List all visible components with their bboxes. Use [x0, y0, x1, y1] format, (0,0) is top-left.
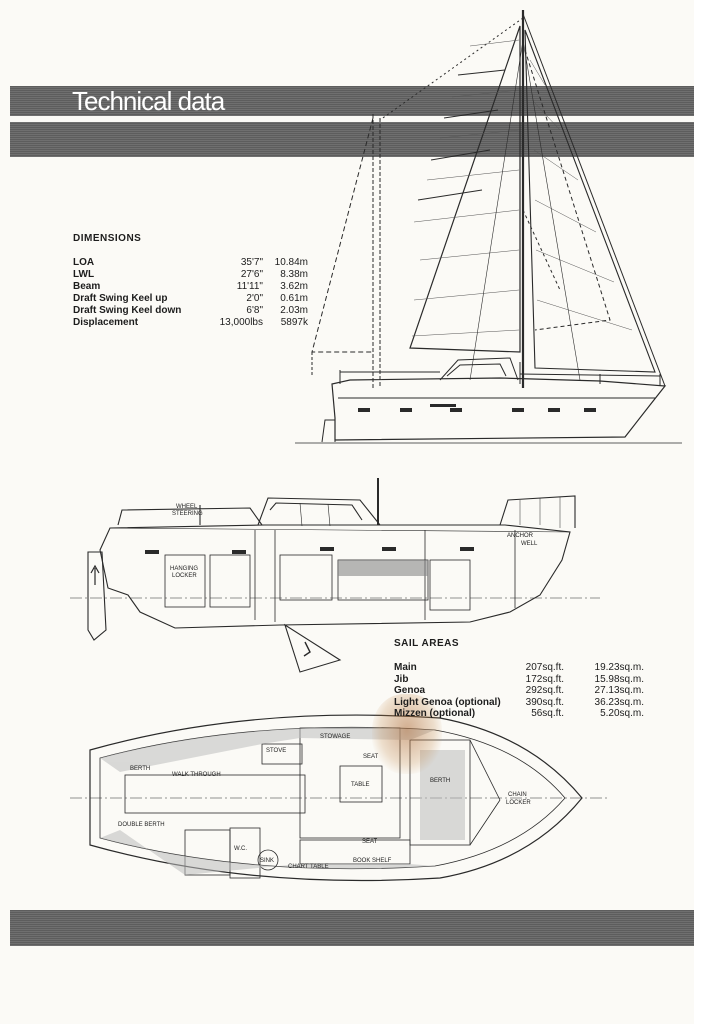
- plan-label-table: TABLE: [351, 782, 370, 788]
- plan-label-double-berth: DOUBLE BERTH: [118, 822, 165, 828]
- profile-label-well: WELL: [521, 541, 538, 547]
- dimension-metric: 10.84m: [274, 257, 308, 268]
- plan-label-stove: STOVE: [266, 748, 286, 754]
- dimension-imperial: 27'6": [240, 269, 263, 280]
- plan-label-berth-fwd: BERTH: [430, 778, 450, 784]
- sail-metric: 36.23sq.m.: [594, 696, 644, 708]
- dimension-row: LOA 35'7" 10.84m: [73, 257, 308, 269]
- sail-imperial: 172sq.ft.: [525, 673, 564, 685]
- sail-row: Mizzen (optional) 56sq.ft. 5.20sq.m.: [394, 708, 644, 720]
- plan-label-book-shelf: BOOK SHELF: [353, 858, 392, 864]
- dimension-metric: 8.38m: [280, 269, 308, 280]
- dimension-imperial: 13,000lbs: [219, 317, 263, 328]
- dimension-imperial: 6'8": [246, 305, 263, 316]
- sail-plan-drawing: [295, 10, 682, 444]
- plan-label-stowage: STOWAGE: [320, 734, 350, 740]
- sail-row: Light Genoa (optional) 390sq.ft. 36.23sq.m…: [394, 697, 644, 709]
- stain-mark: [372, 694, 442, 774]
- sail-row: Main 207sq.ft. 19.23sq.m.: [394, 662, 644, 674]
- sail-row: Genoa 292sq.ft. 27.13sq.m.: [394, 685, 644, 697]
- plan-label-sink: SINK: [260, 858, 274, 864]
- sail-imperial: 207sq.ft.: [525, 662, 564, 673]
- dimension-row: Beam 11'11" 3.62m: [73, 281, 308, 293]
- sail-label: Main: [394, 662, 417, 673]
- plan-label-seat-lower: SEAT: [362, 839, 378, 845]
- header-stripe: [10, 122, 694, 157]
- sail-label: Mizzen (optional): [394, 708, 476, 719]
- profile-label-locker: LOCKER: [172, 573, 197, 579]
- dimension-row: Displacement 13,000lbs 5897k: [73, 317, 308, 329]
- dimension-label: Draft Swing Keel down: [73, 305, 182, 316]
- dimension-label: Draft Swing Keel up: [73, 293, 168, 304]
- dimension-label: Beam: [73, 281, 101, 292]
- plan-label-berth-aft: BERTH: [130, 766, 150, 772]
- dimensions-heading: DIMENSIONS: [73, 233, 142, 244]
- plan-label-wc: W.C.: [234, 846, 247, 852]
- dimensions-table: LOA 35'7" 10.84m LWL 27'6" 8.38m Beam 11'11" 3…: [73, 257, 308, 329]
- dimension-label: Displacement: [73, 317, 139, 328]
- profile-label-steering: STEERING: [172, 511, 203, 517]
- sail-label: Jib: [394, 673, 409, 685]
- dimension-imperial: 11'11": [236, 281, 263, 292]
- plan-label-chain-locker: LOCKER: [506, 800, 531, 806]
- dimension-row: Draft Swing Keel up 2'0" 0.61m: [73, 293, 308, 305]
- sail-label: Genoa: [394, 685, 426, 696]
- dimension-metric: 2.03m: [280, 305, 308, 316]
- sail-label: Light Genoa (optional): [394, 696, 501, 708]
- sail-metric: 5.20sq.m.: [600, 708, 644, 719]
- dimension-label: LOA: [73, 257, 95, 268]
- sail-imperial: 390sq.ft.: [525, 696, 564, 708]
- sail-imperial: 292sq.ft.: [525, 685, 564, 696]
- dimension-row: Draft Swing Keel down 6'8" 2.03m: [73, 305, 308, 317]
- sail-imperial: 56sq.ft.: [531, 708, 564, 719]
- page-title: Technical data: [72, 86, 225, 116]
- sail-metric: 15.98sq.m.: [594, 673, 644, 685]
- dimension-label: LWL: [73, 269, 95, 280]
- sail-areas-heading: SAIL AREAS: [394, 638, 460, 649]
- footer-stripe: [10, 910, 694, 946]
- dimension-metric: 3.62m: [280, 281, 308, 292]
- sail-metric: 19.23sq.m.: [594, 662, 644, 673]
- plan-label-chart-table: CHART TABLE: [288, 864, 329, 870]
- dimension-metric: 5897k: [280, 317, 308, 328]
- title-band: [10, 86, 694, 116]
- profile-drawing: [70, 478, 600, 673]
- sail-metric: 27.13sq.m.: [594, 685, 644, 696]
- dimension-imperial: 35'7": [240, 257, 263, 268]
- page-edge: [694, 0, 713, 1024]
- dimension-metric: 0.61m: [280, 293, 308, 304]
- dimension-row: LWL 27'6" 8.38m: [73, 269, 308, 281]
- profile-label-hanging: HANGING: [170, 566, 198, 572]
- plan-label-seat-upper: SEAT: [363, 754, 379, 760]
- sail-areas-table: Main 207sq.ft. 19.23sq.m. Jib 172sq.ft. 15.9…: [394, 662, 644, 720]
- profile-label-wheel: WHEEL: [176, 504, 198, 510]
- plan-label-walk-through: WALK THROUGH: [172, 772, 221, 778]
- sail-row: Jib 172sq.ft. 15.98sq.m.: [394, 674, 644, 686]
- dimension-imperial: 2'0": [246, 293, 263, 304]
- plan-label-chain: CHAIN: [508, 792, 527, 798]
- profile-label-anchor: ANCHOR: [507, 533, 534, 539]
